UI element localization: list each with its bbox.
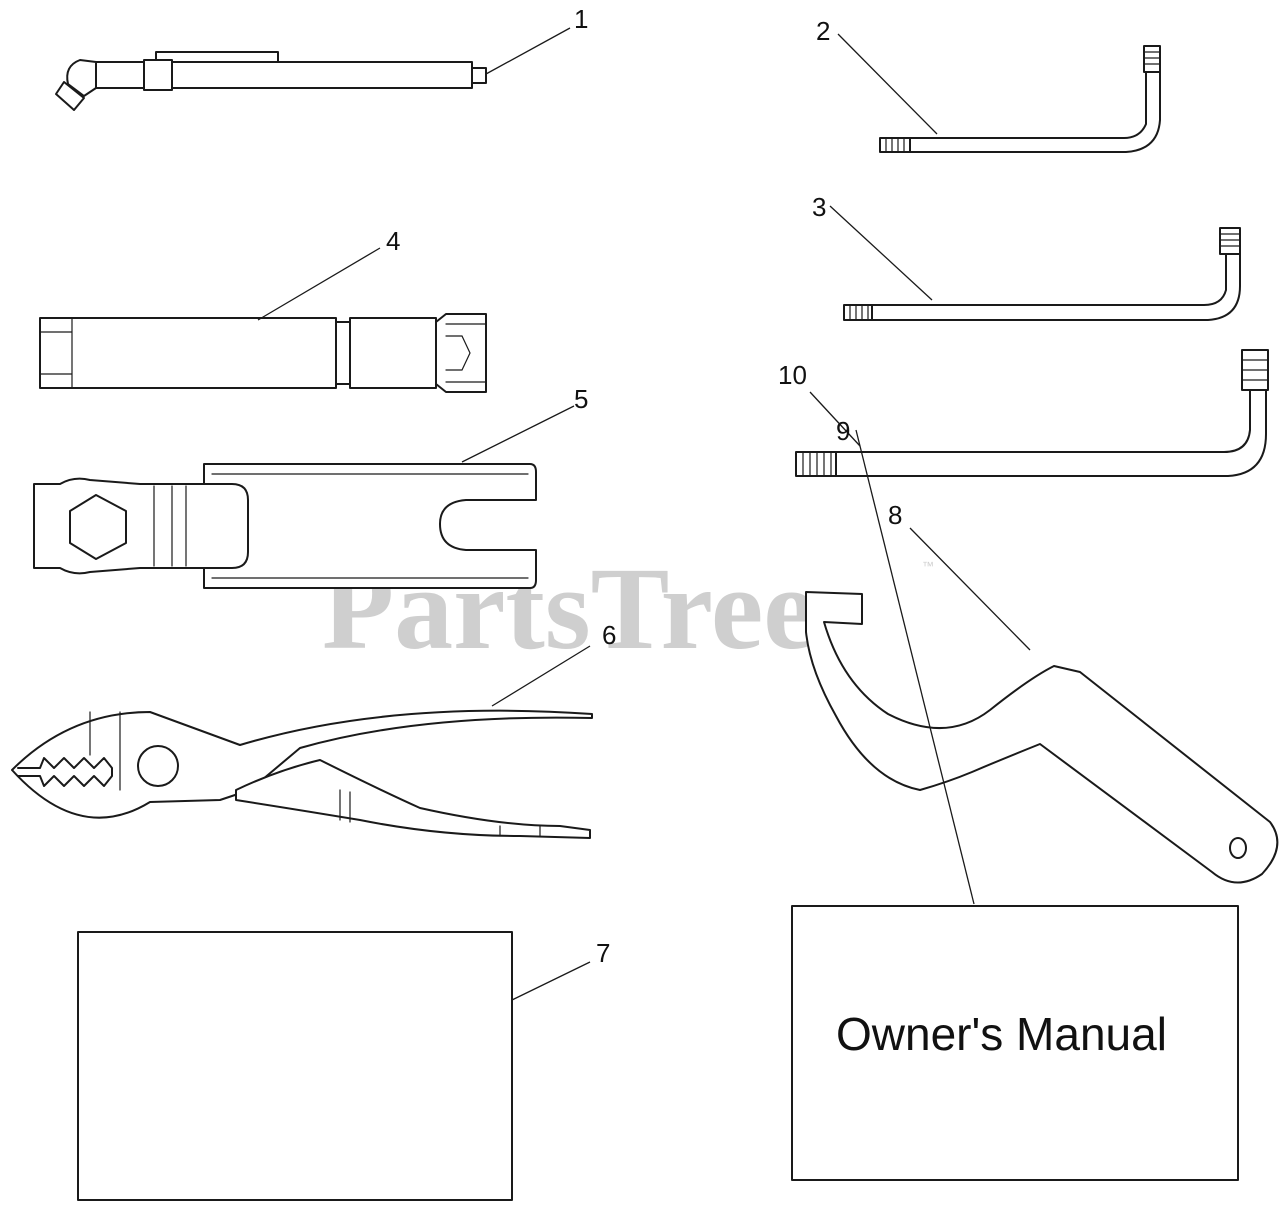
leader-line-6 xyxy=(491,645,591,707)
callout-2: 2 xyxy=(816,16,830,46)
leader-line-3 xyxy=(829,205,933,301)
callout-10: 10 xyxy=(778,360,807,390)
leader-line-10 xyxy=(809,391,861,447)
owners-manual-title: Owner's Manual xyxy=(836,1008,1167,1060)
callout-7: 7 xyxy=(596,938,610,968)
watermark-trademark: ™ xyxy=(922,559,934,573)
leader-line-4 xyxy=(257,247,381,321)
leader-line-7 xyxy=(511,961,591,1001)
part-3-hex-key-icon[interactable] xyxy=(843,227,1241,321)
part-1-spark-plug-gauge-icon[interactable] xyxy=(55,51,487,111)
callout-3: 3 xyxy=(812,192,826,222)
callout-labels: 1 2 3 4 5 6 7 8 9 10 xyxy=(386,4,902,968)
leader-line-8 xyxy=(909,527,1031,651)
callout-6: 6 xyxy=(602,620,616,650)
leader-line-2 xyxy=(837,33,938,135)
callout-5: 5 xyxy=(574,384,588,414)
part-4-socket-wrench-icon[interactable] xyxy=(39,313,487,393)
part-9-owners-manual-icon[interactable]: Owner's Manual xyxy=(791,905,1239,1181)
part-6-pliers-icon[interactable] xyxy=(11,709,593,839)
leader-line-9-visible xyxy=(855,429,975,905)
callout-9: 9 xyxy=(836,416,850,446)
leader-line-5 xyxy=(461,405,575,463)
part-7-document-card-icon[interactable] xyxy=(77,931,513,1201)
leader-line-1 xyxy=(485,27,571,75)
callout-4: 4 xyxy=(386,226,400,256)
callout-8: 8 xyxy=(888,500,902,530)
part-8-spanner-hook-icon[interactable] xyxy=(805,591,1279,884)
part-2-hex-key-icon[interactable] xyxy=(879,45,1161,153)
callout-1: 1 xyxy=(574,4,588,34)
part-5-combination-wrench-icon[interactable] xyxy=(33,463,537,589)
part-10-hex-key-icon[interactable] xyxy=(795,349,1269,477)
